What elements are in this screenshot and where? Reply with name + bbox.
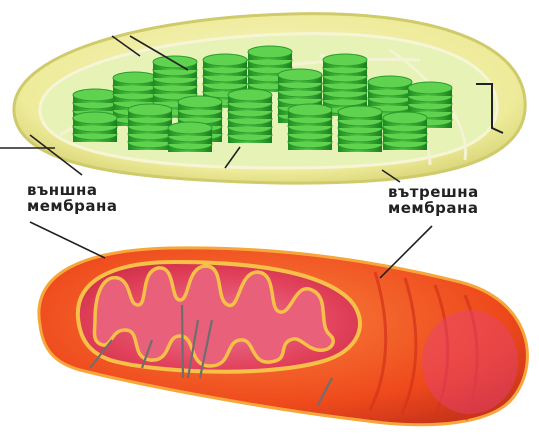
thylakoid-disc-top <box>113 72 157 84</box>
thylakoid-disc-top <box>323 54 367 66</box>
granum <box>128 104 172 150</box>
mitochondrion <box>30 222 527 425</box>
thylakoid-disc-top <box>203 54 247 66</box>
thylakoid-disc-top <box>338 106 382 118</box>
granum <box>288 104 332 150</box>
inner-membrane-label: вътрешна мембрана <box>388 184 479 216</box>
thylakoid-disc-top <box>288 104 332 116</box>
thylakoid-disc-top <box>383 112 427 124</box>
mitochondrion-end-cap <box>422 310 518 414</box>
granum <box>338 106 382 152</box>
thylakoid-disc-top <box>168 122 212 134</box>
thylakoid-disc-top <box>408 82 452 94</box>
thylakoid-disc-top <box>128 104 172 116</box>
chloroplast <box>0 14 525 183</box>
outer-membrane-label-line-1: външна <box>27 182 118 198</box>
outer-membrane-label: външна мембрана <box>27 182 118 214</box>
outer-membrane-label-line-2: мембрана <box>27 198 118 214</box>
granum <box>73 112 117 142</box>
granum <box>228 89 272 143</box>
thylakoid-disc-top <box>248 46 292 58</box>
thylakoid-disc-top <box>73 89 117 101</box>
inner-membrane-label-line-1: вътрешна <box>388 184 479 200</box>
granum <box>168 122 212 152</box>
thylakoid-disc-top <box>278 69 322 81</box>
inner-membrane-label-line-2: мембрана <box>388 200 479 216</box>
thylakoid-disc-top <box>368 76 412 88</box>
thylakoid-disc-top <box>228 89 272 101</box>
thylakoid-disc-top <box>73 112 117 124</box>
thylakoid-disc-top <box>178 96 222 108</box>
granum <box>383 112 427 150</box>
